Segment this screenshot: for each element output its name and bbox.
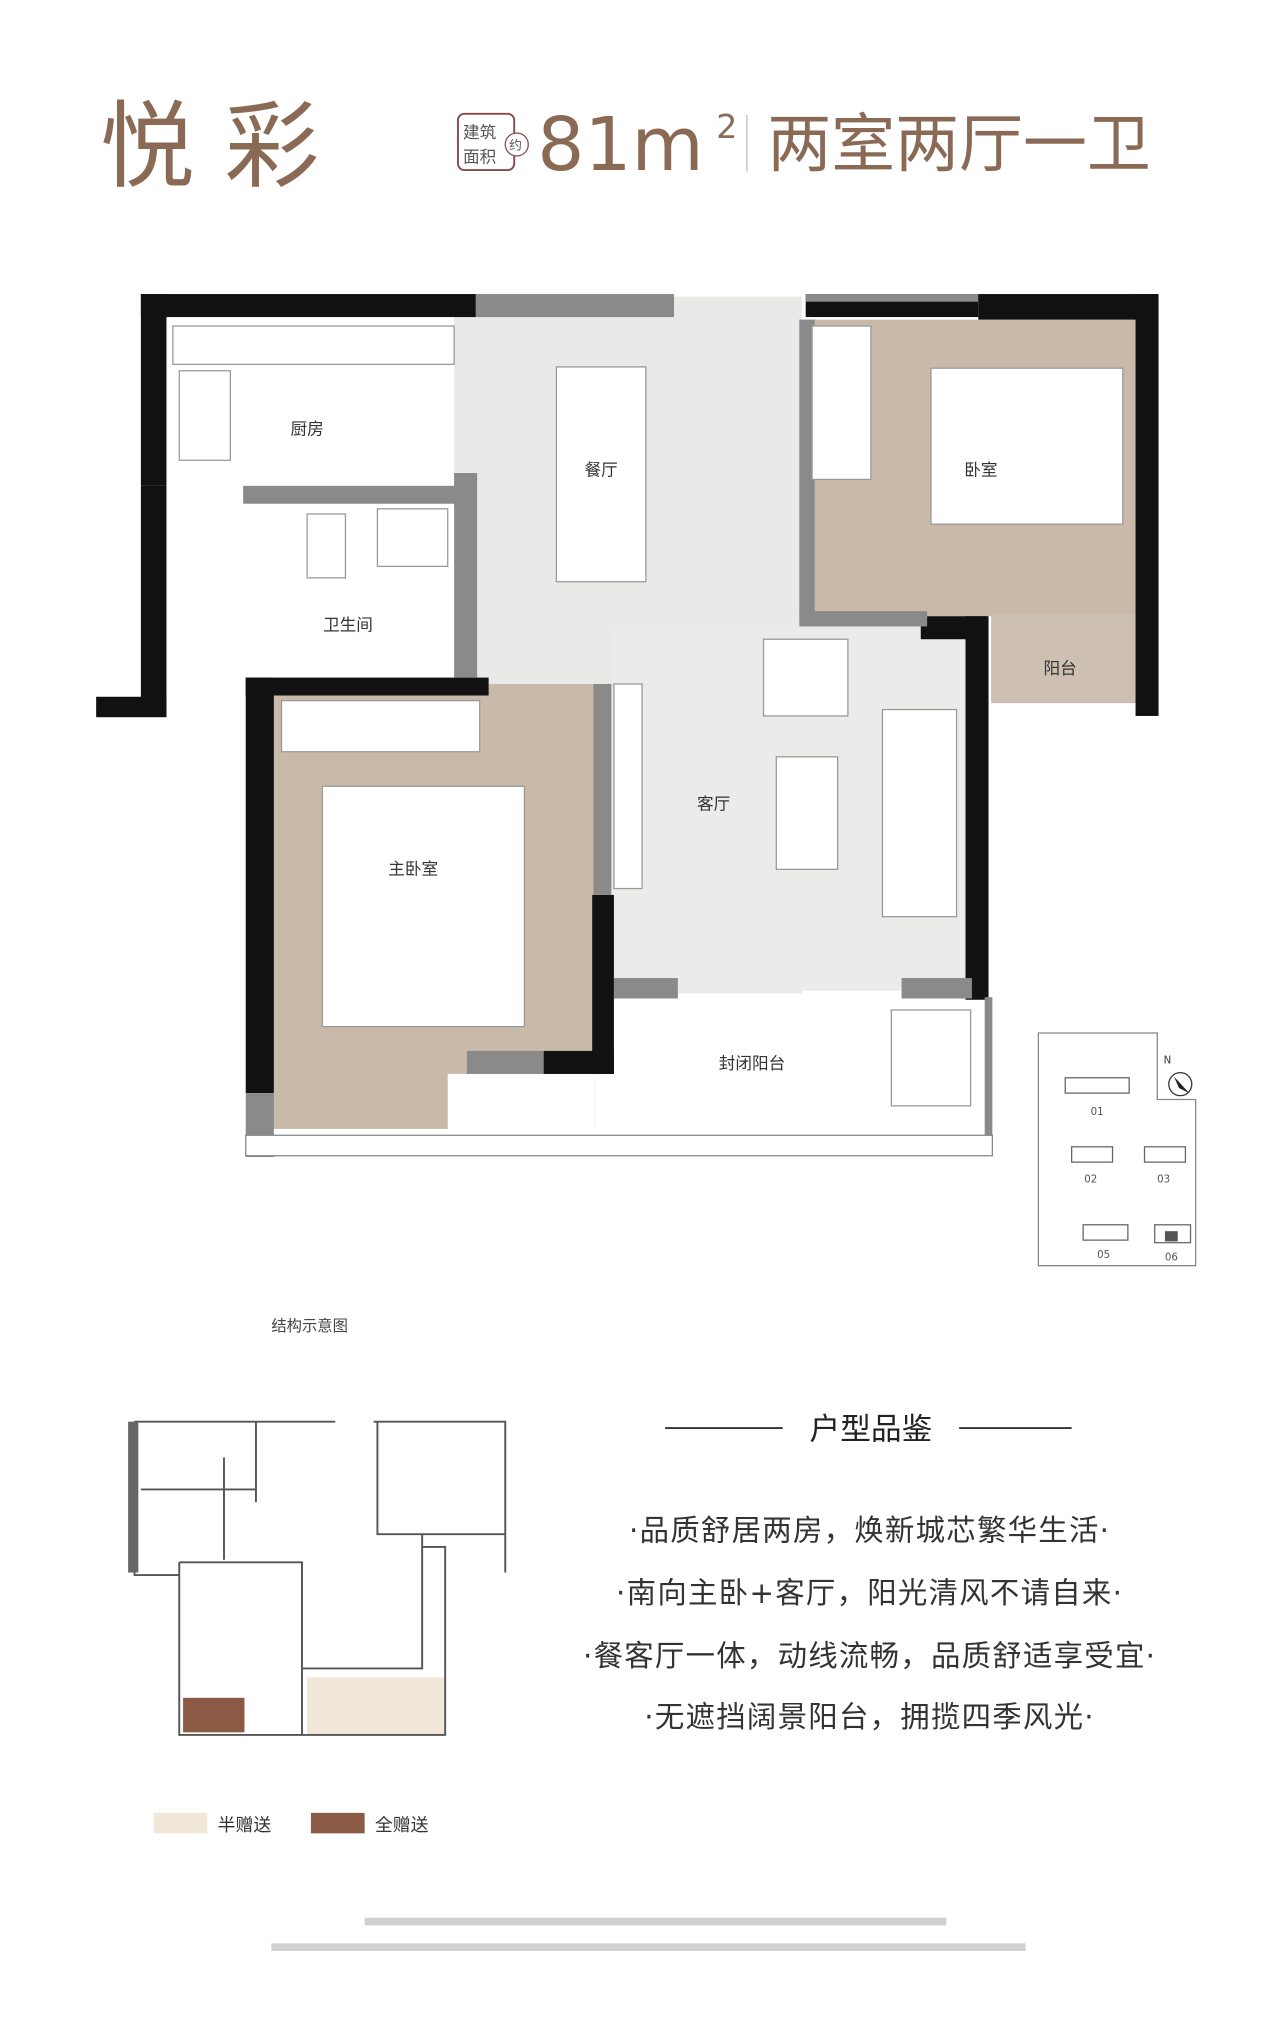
legend-swatch-full xyxy=(310,1812,365,1834)
small-balcony-floor xyxy=(447,1073,595,1138)
bath-sink xyxy=(376,508,449,568)
review-bullet: ·餐客厅一体，动线流畅，品质舒适享受宜· xyxy=(583,1639,1156,1673)
building-label: 02 xyxy=(1084,1175,1097,1186)
area-value: 81m xyxy=(537,102,704,188)
legend-label-half: 半赠送 xyxy=(218,1815,272,1836)
washing-machine xyxy=(890,1009,972,1107)
room-label-enclosed-balcony: 封闭阳台 xyxy=(719,1054,785,1073)
wall xyxy=(593,683,612,895)
building-label: 05 xyxy=(1097,1250,1110,1261)
room-label-dining: 餐厅 xyxy=(585,461,618,480)
wall xyxy=(96,696,167,718)
wall xyxy=(466,1050,544,1074)
badge-line2: 面积 xyxy=(463,147,496,166)
review-bullet: ·无遮挡阔景阳台，拥揽四季风光· xyxy=(644,1700,1095,1734)
wall xyxy=(140,485,167,716)
room-label-balcony: 阳台 xyxy=(1044,659,1077,678)
legend-swatch-half xyxy=(153,1812,208,1834)
wall xyxy=(140,294,476,318)
area-sup: 2 xyxy=(716,107,737,146)
window-sill xyxy=(245,1134,993,1157)
project-title: 悦 彩 xyxy=(100,92,319,202)
kitchen-counter xyxy=(172,325,455,366)
room-label-bedroom: 卧室 xyxy=(964,461,997,480)
legend-label-full: 全赠送 xyxy=(375,1815,429,1836)
key-plan: N 01 02 03 05 06 xyxy=(1037,1032,1197,1267)
building-label: 01 xyxy=(1091,1107,1104,1118)
gift-area-diagram xyxy=(128,1420,507,1736)
wall xyxy=(613,978,678,999)
north-label: N xyxy=(1164,1056,1172,1067)
wall xyxy=(592,894,614,1074)
badge-approx: 约 xyxy=(509,139,522,154)
wall xyxy=(243,485,461,504)
review-heading: 户型品鉴 xyxy=(810,1413,933,1448)
master-wardrobe xyxy=(280,699,481,753)
stove xyxy=(178,370,232,461)
room-label-kitchen: 厨房 xyxy=(290,420,323,439)
wall xyxy=(454,473,478,678)
wall xyxy=(799,611,928,627)
wall xyxy=(245,677,489,696)
wall xyxy=(965,616,989,1000)
tv-cabinet xyxy=(613,683,643,890)
wall xyxy=(475,294,675,318)
balcony-floor xyxy=(991,613,1136,704)
dining-table xyxy=(555,366,647,583)
badge-line1: 建筑 xyxy=(463,123,497,142)
fine-print-line xyxy=(271,1943,1026,1951)
coffee-table xyxy=(775,756,839,871)
toilet xyxy=(306,513,347,579)
wall xyxy=(978,294,1158,320)
room-label-living: 客厅 xyxy=(697,794,730,813)
badge-approx-circle xyxy=(504,132,529,157)
current-building-marker xyxy=(1164,1231,1178,1242)
wardrobe xyxy=(811,325,872,481)
structure-caption: 结构示意图 xyxy=(271,1317,348,1335)
building-label: 03 xyxy=(1157,1175,1170,1186)
wall xyxy=(984,997,993,1138)
review-bullet: ·品质舒居两房，焕新城芯繁华生活· xyxy=(629,1514,1110,1548)
fine-print-line xyxy=(364,1917,947,1926)
floor-plan: 厨房 餐厅 卧室 卫生间 阳台 客厅 主卧室 封闭阳台 xyxy=(96,294,1159,1158)
room-label-bathroom: 卫生间 xyxy=(323,615,373,634)
wall xyxy=(901,978,972,999)
room-label-master: 主卧室 xyxy=(388,859,438,878)
bed xyxy=(930,367,1124,525)
review-bullet: ·南向主卧+客厅，阳光清风不请自来· xyxy=(616,1576,1123,1610)
master-bed xyxy=(321,785,526,1028)
wall xyxy=(799,319,815,614)
wall xyxy=(805,294,979,302)
wall xyxy=(140,294,167,486)
building-label: 06 xyxy=(1165,1253,1178,1264)
layout-type: 两室两厅一卫 xyxy=(767,108,1150,182)
wall xyxy=(1135,294,1159,716)
wall xyxy=(245,677,274,1094)
armchair xyxy=(762,638,849,717)
sofa xyxy=(881,708,958,918)
